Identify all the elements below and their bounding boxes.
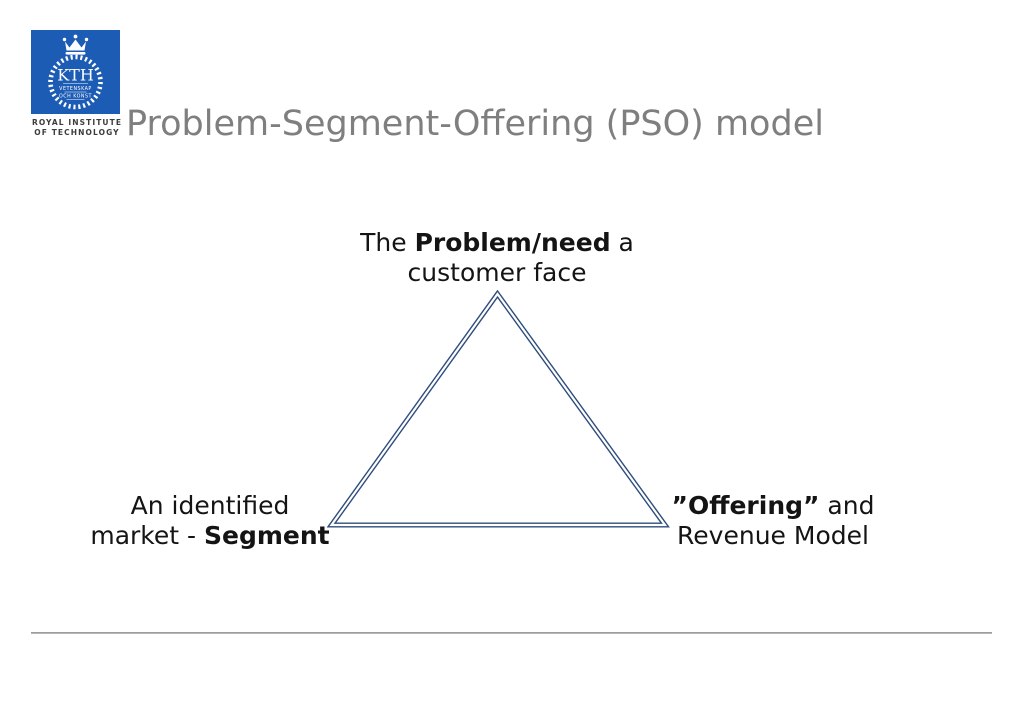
label-problem-pre: The	[360, 228, 415, 257]
label-segment: An identified market - Segment	[35, 491, 385, 551]
kth-emblem-icon: KTH VETENSKAP OCH KONST	[48, 34, 103, 110]
label-problem-line-2: customer face	[407, 258, 587, 287]
kth-acronym: KTH	[57, 66, 94, 85]
laurel-wreath-icon	[48, 54, 103, 110]
kth-logo-square: KTH VETENSKAP OCH KONST	[31, 30, 120, 114]
label-offering-post: and	[819, 491, 875, 520]
kth-caption-line-1: ROYAL INSTITUTE	[31, 118, 123, 127]
label-offering-line-2: Revenue Model	[677, 521, 869, 550]
label-segment-bold: Segment	[204, 521, 330, 550]
kth-logo-caption: ROYAL INSTITUTE OF TECHNOLOGY	[31, 118, 123, 138]
pso-triangle-inner-gap	[329, 292, 668, 527]
label-offering: ”Offering” and Revenue Model	[598, 491, 948, 551]
label-offering-bold: ”Offering”	[671, 491, 820, 520]
label-segment-line-1: An identified	[130, 491, 290, 520]
crown-icon	[62, 34, 89, 55]
label-segment-line-2: market - Segment	[35, 521, 385, 551]
label-offering-line-1: ”Offering” and	[598, 491, 948, 521]
label-segment-pre: market -	[90, 521, 204, 550]
kth-logo: KTH VETENSKAP OCH KONST ROYAL INSTITUTE …	[31, 30, 131, 138]
label-problem-line-1: The Problem/need a	[322, 228, 672, 258]
label-problem: The Problem/need a customer face	[322, 228, 672, 288]
kth-motto-line-1: VETENSKAP	[59, 86, 92, 92]
kth-caption-line-2: OF TECHNOLOGY	[34, 128, 120, 137]
label-problem-bold: Problem/need	[414, 228, 611, 257]
footer-divider-line	[31, 632, 992, 634]
label-problem-post: a	[610, 228, 634, 257]
slide-title: Problem-Segment-Offering (PSO) model	[126, 104, 824, 144]
kth-motto-line-2: OCH KONST	[59, 94, 92, 100]
